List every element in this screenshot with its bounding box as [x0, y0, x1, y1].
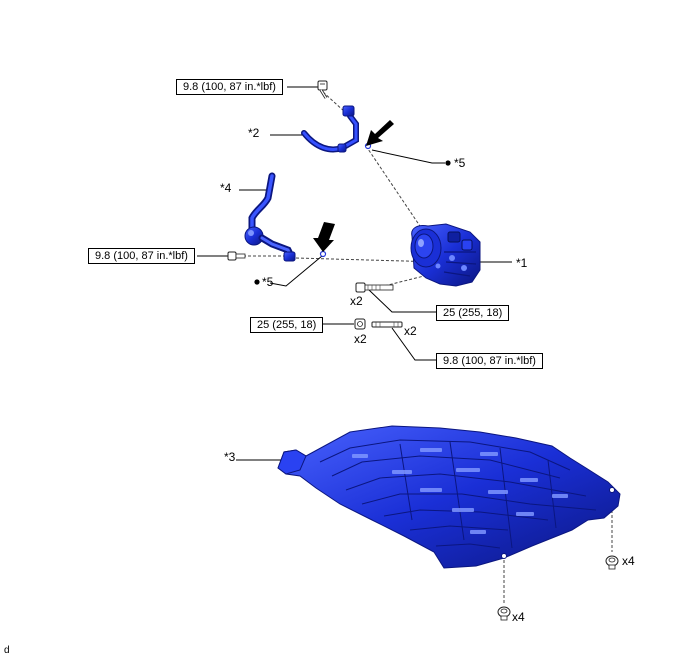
mark-circle-lower: [319, 250, 327, 258]
callout-part-5-upper: *5: [454, 156, 466, 170]
quantity-clip-bottom: x4: [512, 610, 525, 624]
callout-part-1: *1: [516, 256, 528, 270]
stud-bolt: [371, 321, 403, 328]
callout-part-2: *2: [248, 126, 260, 140]
torque-box-left-bolt: 9.8 (100, 87 in.*lbf): [88, 248, 195, 264]
callout-part-4: *4: [220, 181, 232, 195]
torque-box-long-bolt: 25 (255, 18): [436, 305, 510, 321]
clip-bottom: [497, 606, 511, 621]
engine-undercover-part-3: [277, 425, 621, 569]
quantity-long-bolt: x2: [350, 294, 363, 308]
compressor-part-1: [410, 223, 481, 287]
quantity-clip-right: x4: [622, 554, 635, 568]
arrow-icon: [313, 222, 335, 252]
corner-mark: d: [4, 645, 10, 656]
bullet-dot: [254, 279, 260, 285]
bolt-left: [227, 251, 246, 261]
suction-hose-part-4: [244, 172, 296, 262]
nut: [354, 318, 366, 330]
clip-right: [605, 555, 619, 570]
discharge-hose-part-2: [301, 105, 359, 153]
torque-box-top-bolt: 9.8 (100, 87 in.*lbf): [176, 79, 283, 95]
bullet-dot: [445, 160, 451, 166]
quantity-nut: x2: [354, 332, 367, 346]
arrow-icon: [366, 120, 394, 146]
quantity-stud: x2: [404, 324, 417, 338]
long-bolt: [355, 282, 394, 293]
callout-part-5-lower: *5: [262, 275, 274, 289]
torque-box-stud: 9.8 (100, 87 in.*lbf): [436, 353, 543, 369]
callout-part-3: *3: [224, 450, 236, 464]
torque-box-nut: 25 (255, 18): [250, 317, 324, 333]
leader-lines: [197, 86, 512, 461]
bolt-top: [317, 80, 328, 99]
